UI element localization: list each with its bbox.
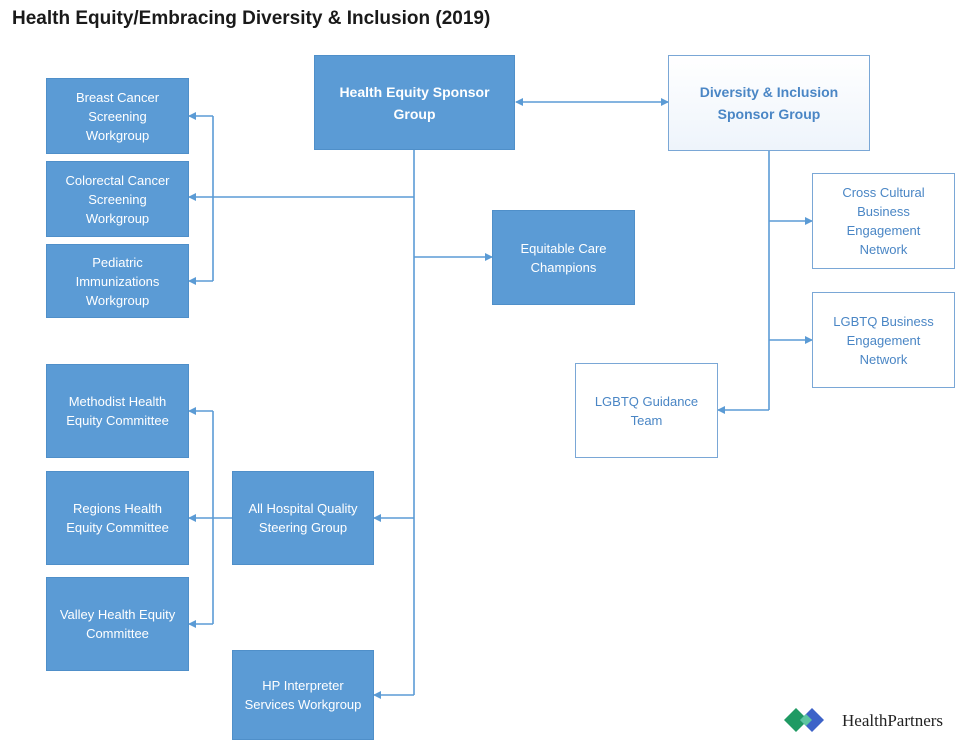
valley-label: Valley Health Equity Committee: [59, 607, 176, 641]
methodist-label: Methodist Health Equity Committee: [66, 394, 169, 428]
regions-label: Regions Health Equity Committee: [66, 501, 169, 535]
breast-cancer-screening-workgroup-box: Breast Cancer Screening Workgroup: [46, 78, 189, 154]
methodist-health-equity-committee-box: Methodist Health Equity Committee: [46, 364, 189, 458]
hp-interpreter-label: HP Interpreter Services Workgroup: [244, 678, 362, 712]
lgbtq-guidance-label: LGBTQ Guidance Team: [594, 393, 699, 428]
lgbtq-business-label: LGBTQ Business Engagement Network: [833, 313, 934, 367]
diagram-title: Health Equity/Embracing Diversity & Incl…: [12, 8, 491, 29]
diversity-inclusion-sponsor-label: Diversity & Inclusion Sponsor Group: [699, 84, 839, 122]
lgbtq-business-engagement-network-box: LGBTQ Business Engagement Network: [812, 292, 955, 388]
health-equity-sponsor-label: Health Equity Sponsor Group: [339, 83, 490, 122]
equitable-care-label: Equitable Care Champions: [520, 240, 607, 275]
pediatric-immunizations-label: Pediatric Immunizations Workgroup: [75, 254, 160, 308]
healthpartners-logo-text: HealthPartners: [842, 711, 944, 730]
lgbtq-guidance-team-box: LGBTQ Guidance Team: [575, 363, 718, 458]
pediatric-immunizations-workgroup-box: Pediatric Immunizations Workgroup: [46, 244, 189, 318]
all-hospital-quality-steering-group-box: All Hospital Quality Steering Group: [232, 471, 374, 565]
health-equity-sponsor-group-box: Health Equity Sponsor Group: [314, 55, 515, 150]
colorectal-cancer-label: Colorectal Cancer Screening Workgroup: [65, 172, 170, 226]
cross-cultural-label: Cross Cultural Business Engagement Netwo…: [842, 185, 925, 257]
breast-cancer-label: Breast Cancer Screening Workgroup: [75, 89, 160, 143]
cross-cultural-business-engagement-network-box: Cross Cultural Business Engagement Netwo…: [812, 173, 955, 269]
equitable-care-champions-box: Equitable Care Champions: [492, 210, 635, 305]
healthpartners-logo-icon: [784, 708, 824, 732]
diversity-inclusion-sponsor-group-box: Diversity & Inclusion Sponsor Group: [668, 55, 870, 151]
all-hospital-label: All Hospital Quality Steering Group: [248, 501, 358, 535]
regions-health-equity-committee-box: Regions Health Equity Committee: [46, 471, 189, 565]
colorectal-cancer-screening-workgroup-box: Colorectal Cancer Screening Workgroup: [46, 161, 189, 237]
valley-health-equity-committee-box: Valley Health Equity Committee: [46, 577, 189, 671]
hp-interpreter-services-workgroup-box: HP Interpreter Services Workgroup: [232, 650, 374, 740]
